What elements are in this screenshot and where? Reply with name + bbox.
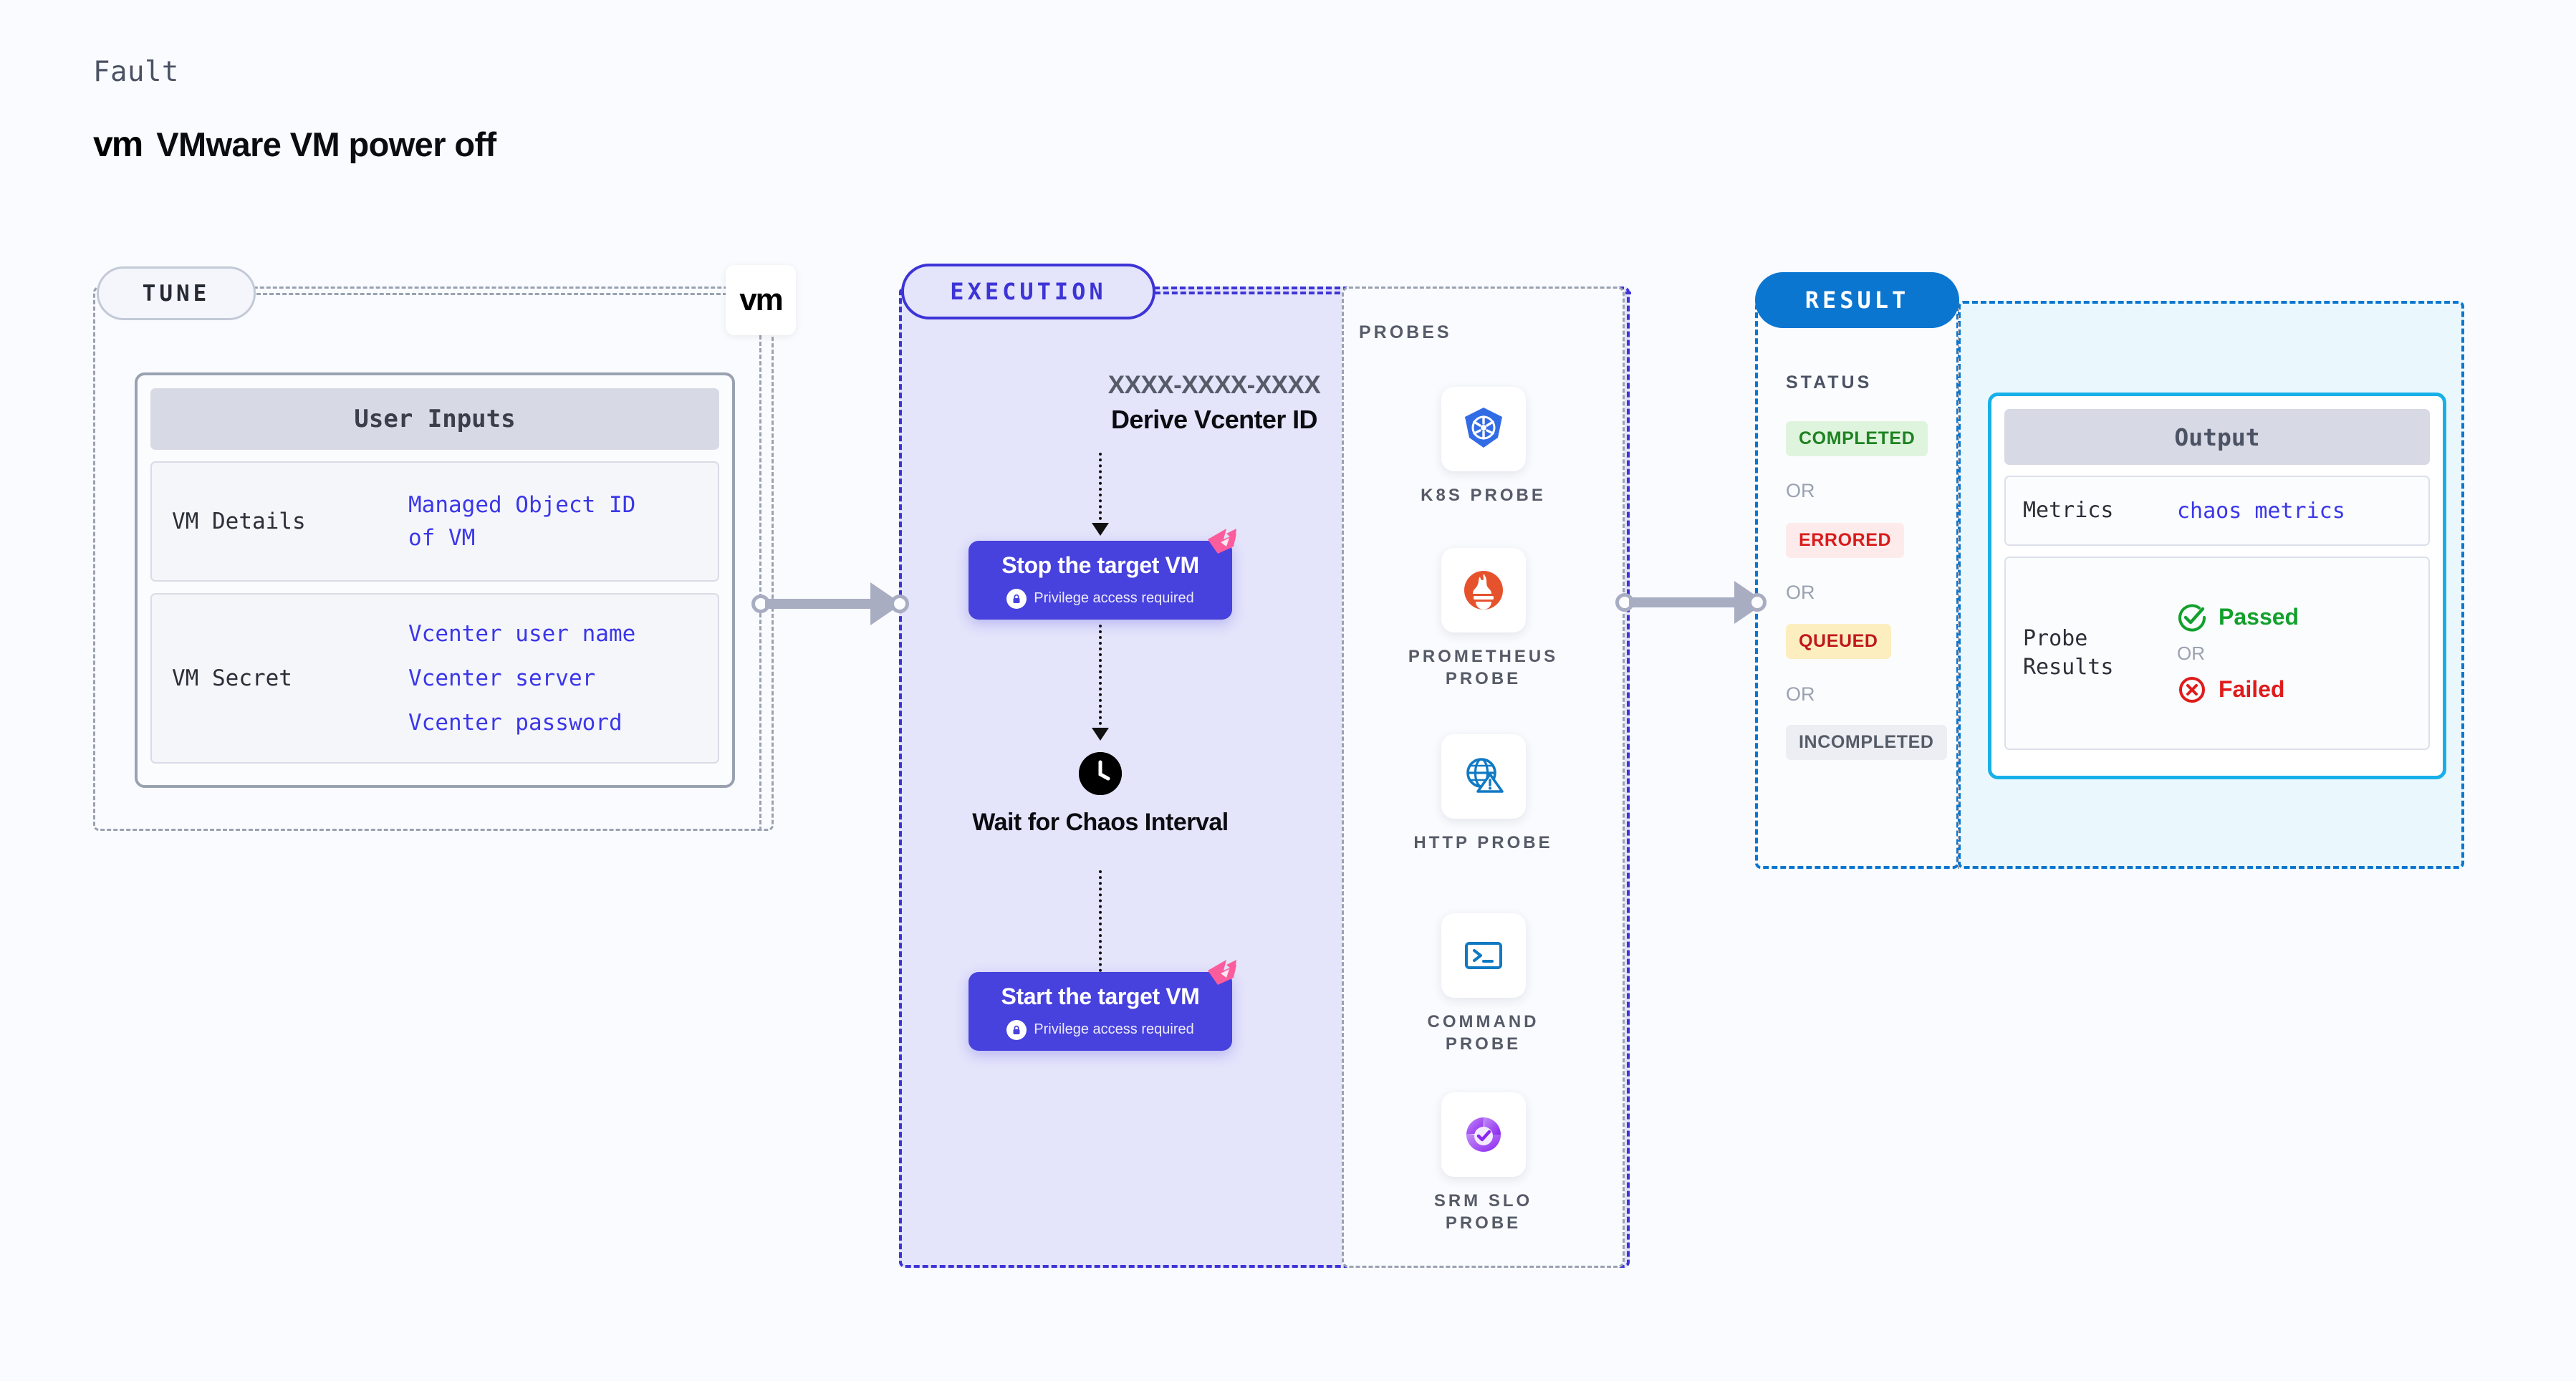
probe-result-or: OR <box>2177 642 2205 664</box>
probe-http[interactable]: HTTP PROBE <box>1342 734 1625 854</box>
output-row-probe-results: Probe Results Passed OR Failed <box>2004 557 2430 750</box>
vmware-badge-icon: vm <box>726 265 796 335</box>
status-or-1: OR <box>1786 480 1815 501</box>
check-circle-icon <box>2178 604 2206 632</box>
probe-label: K8S PROBE <box>1421 486 1546 505</box>
flow-arrowhead-2 <box>1092 728 1109 741</box>
flow-arrow-1 <box>1099 453 1102 526</box>
output-row-metrics: Metrics chaos metrics <box>2004 476 2430 546</box>
tune-label-pill[interactable]: TUNE <box>97 266 256 320</box>
wait-for-chaos-interval-label: Wait for Chaos Interval <box>972 809 1229 836</box>
probe-srm-slo[interactable]: SRM SLO PROBE <box>1342 1092 1625 1234</box>
probe-label: COMMAND PROBE <box>1427 1012 1539 1054</box>
probe-results-values: Passed OR Failed <box>2177 602 2299 705</box>
derive-vcenter-id-value: XXXX-XXXX-XXXX <box>1107 371 1321 399</box>
tune-connector-line <box>256 293 727 295</box>
terminal-icon <box>1441 913 1526 998</box>
lock-icon <box>1006 1019 1027 1040</box>
node-title: Start the target VM <box>1001 983 1200 1009</box>
user-inputs-card: User Inputs VM Details Managed Object ID… <box>135 372 735 788</box>
output-title: Output <box>2004 409 2430 465</box>
probe-k8s[interactable]: K8S PROBE <box>1342 387 1625 506</box>
metrics-label: Metrics <box>2023 497 2114 523</box>
vmware-logo-icon: vm <box>93 124 143 164</box>
probe-label: SRM SLO PROBE <box>1433 1191 1533 1233</box>
litmus-icon <box>1208 960 1236 985</box>
flow-arrowhead-1 <box>1092 523 1109 536</box>
kubernetes-icon <box>1441 387 1526 471</box>
derive-vcenter-id-label: Derive Vcenter ID <box>1111 405 1318 434</box>
probe-result-failed: Failed <box>2177 675 2299 705</box>
status-or-2: OR <box>1786 582 1815 603</box>
flow-arrow-3 <box>1099 870 1102 978</box>
row-label: VM Details <box>172 509 306 534</box>
tune-vm-dropline <box>759 335 761 831</box>
page-title: VMware VM power off <box>156 125 496 163</box>
page-title-row: vm VMware VM power off <box>93 123 496 165</box>
probe-prometheus[interactable]: PROMETHEUS PROBE <box>1342 548 1625 690</box>
litmus-icon <box>1208 529 1236 554</box>
node-title: Stop the target VM <box>1001 552 1199 578</box>
clock-icon <box>1079 752 1122 795</box>
status-heading: STATUS <box>1786 372 1873 393</box>
row-label: VM Secret <box>172 665 292 691</box>
status-or-3: OR <box>1786 683 1815 705</box>
probe-label: PROMETHEUS PROBE <box>1408 647 1559 689</box>
probe-command[interactable]: COMMAND PROBE <box>1342 913 1625 1055</box>
row-values: Managed Object ID of VM <box>408 491 636 551</box>
node-subtitle: Privilege access required <box>1006 1019 1194 1040</box>
user-inputs-title: User Inputs <box>150 388 719 450</box>
status-badge-completed: COMPLETED <box>1786 421 1928 456</box>
status-badge-queued: QUEUED <box>1786 624 1891 659</box>
lock-icon <box>1006 588 1027 609</box>
node-stop-target-vm[interactable]: Stop the target VM Privilege access requ… <box>969 529 1236 620</box>
prometheus-icon <box>1441 548 1526 632</box>
probes-title: PROBES <box>1359 322 1452 342</box>
probe-label: HTTP PROBE <box>1413 833 1553 852</box>
http-globe-warning-icon <box>1441 734 1526 819</box>
status-badge-errored: ERRORED <box>1786 523 1905 558</box>
result-label-pill[interactable]: RESULT <box>1755 272 1959 328</box>
row-values: Vcenter user name Vcenter server Vcenter… <box>408 620 636 736</box>
srm-slo-icon <box>1441 1092 1526 1177</box>
probe-result-passed: Passed <box>2177 602 2299 632</box>
tune-section <box>93 287 774 831</box>
result-status-divider <box>1958 301 1959 869</box>
x-circle-icon <box>2179 676 2205 703</box>
output-card: Output Metrics chaos metrics Probe Resul… <box>1988 393 2446 779</box>
table-row: VM Details Managed Object ID of VM <box>150 461 719 582</box>
flow-arrow-2 <box>1099 625 1102 731</box>
result-status-section <box>1755 301 1959 869</box>
probe-results-label: Probe Results <box>2023 625 2114 680</box>
status-badge-incompleted: INCOMPLETED <box>1786 725 1947 760</box>
node-subtitle: Privilege access required <box>1006 588 1194 609</box>
table-row: VM Secret Vcenter user name Vcenter serv… <box>150 593 719 764</box>
execution-label-pill[interactable]: EXECUTION <box>901 264 1155 319</box>
node-start-target-vm[interactable]: Start the target VM Privilege access req… <box>969 960 1236 1051</box>
page-kicker: Fault <box>93 56 179 88</box>
metrics-value: chaos metrics <box>2177 498 2345 524</box>
